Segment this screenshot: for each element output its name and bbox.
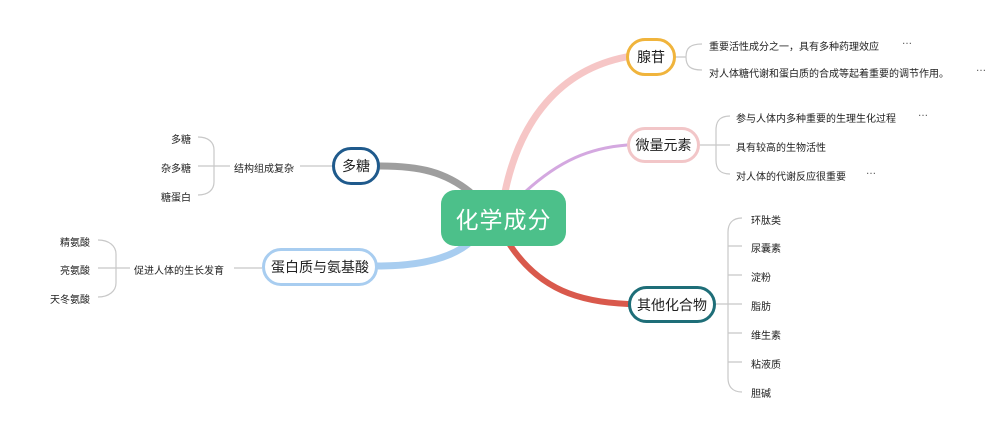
branch-node-weiliang[interactable]: 微量元素 xyxy=(627,127,700,163)
leaf-qita-3: 淀粉 xyxy=(751,273,771,284)
branch-node-danbai[interactable]: 蛋白质与氨基酸 xyxy=(262,248,378,286)
branch-node-xiangan[interactable]: 腺苷 xyxy=(626,38,676,76)
link-center-danbai xyxy=(374,240,472,270)
link-center-qita xyxy=(507,242,631,307)
leaf-danbai-2: 亮氨酸 xyxy=(60,266,90,277)
link-center-xiangan xyxy=(501,53,630,196)
leaf-danbai-3: 天冬氨酸 xyxy=(50,295,90,306)
leaf-qita-5: 维生素 xyxy=(751,331,781,342)
bracket-qita xyxy=(716,217,743,393)
more-weiliang-1[interactable]: … xyxy=(918,108,929,119)
leaf-weiliang-2: 具有较高的生物活性 xyxy=(736,143,826,154)
leaf-xiangan-2: 对人体糖代谢和蛋白质的合成等起着重要的调节作用。 xyxy=(709,69,949,80)
branch-node-qita[interactable]: 其他化合物 xyxy=(628,286,716,323)
bracket-xiangan xyxy=(676,43,703,71)
more-xiangan-2[interactable]: … xyxy=(976,63,987,74)
leaf-danbai-1: 精氨酸 xyxy=(60,238,90,249)
leaf-duotang-2: 杂多糖 xyxy=(161,164,191,175)
subnode-duotang: 结构组成复杂 xyxy=(234,164,294,175)
branch-node-duotang[interactable]: 多糖 xyxy=(332,147,380,185)
bracket-danbai xyxy=(97,239,130,298)
leaf-weiliang-1: 参与人体内多种重要的生理生化过程 xyxy=(736,114,896,125)
more-weiliang-2[interactable]: … xyxy=(866,166,877,177)
leaf-xiangan-1: 重要活性成分之一，具有多种药理效应 xyxy=(709,42,879,53)
center-node[interactable]: 化学成分 xyxy=(441,190,566,246)
leaf-qita-6: 粘液质 xyxy=(751,360,781,371)
subnode-danbai: 促进人体的生长发育 xyxy=(134,266,224,277)
leaf-weiliang-3: 对人体的代谢反应很重要 xyxy=(736,172,846,183)
bracket-weiliang xyxy=(700,115,731,175)
leaf-duotang-1: 多糖 xyxy=(171,135,191,146)
leaf-qita-7: 胆碱 xyxy=(751,389,771,400)
leaf-qita-4: 脂肪 xyxy=(751,302,771,313)
link-center-weiliang xyxy=(523,143,629,194)
more-xiangan-1[interactable]: … xyxy=(902,36,913,47)
leaf-qita-1: 环肽类 xyxy=(751,216,781,227)
link-center-duotang xyxy=(376,162,474,196)
leaf-duotang-3: 糖蛋白 xyxy=(161,193,191,204)
leaf-qita-2: 尿囊素 xyxy=(751,244,781,255)
bracket-duotang xyxy=(197,136,230,196)
